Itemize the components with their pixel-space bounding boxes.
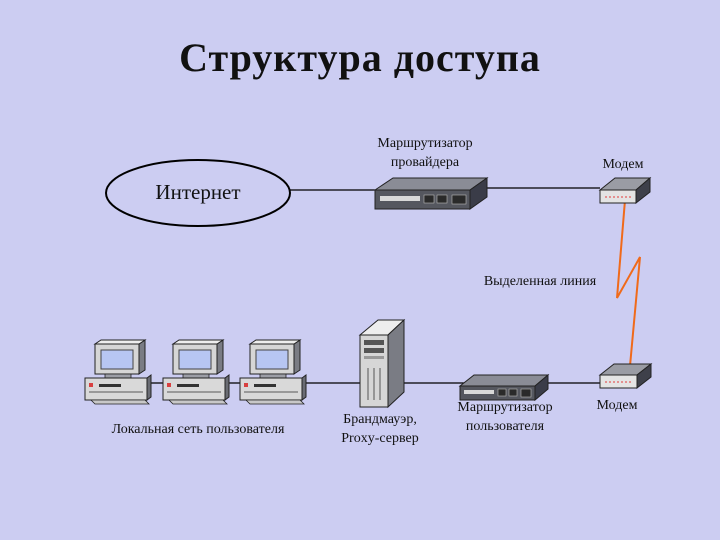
workstation-3-icon: [239, 339, 307, 405]
user-router-icon: [458, 373, 550, 402]
user-router-label: Маршрутизатор пользователя: [440, 398, 570, 436]
slide-title: Структура доступа: [179, 35, 541, 80]
internet-label: Интернет: [155, 180, 241, 204]
provider-router-icon: [373, 177, 489, 210]
provider-router-label-line1: Маршрутизатор: [377, 136, 473, 151]
firewall-label-line1: Брандмауэр,: [343, 412, 417, 427]
modem-bottom-label: Модем: [596, 398, 638, 413]
modem-top-icon: [598, 176, 652, 205]
workstation-1-icon: [84, 339, 152, 405]
dedicated-line-label: Выделенная линия: [483, 274, 597, 289]
modem-bottom-icon: [598, 362, 653, 390]
user-router-label-line2: пользователя: [465, 419, 545, 434]
firewall-label-line2: Proxy-сервер: [341, 431, 419, 446]
firewall-label: Брандмауэр, Proxy-сервер: [325, 410, 435, 448]
dedicated-line: [616, 199, 641, 367]
workstation-2-icon: [162, 339, 230, 405]
user-router-label-line1: Маршрутизатор: [457, 400, 553, 415]
local-network-label: Локальная сеть пользователя: [111, 422, 285, 437]
provider-router-label: Маршрутизатор провайдера: [360, 134, 490, 172]
modem-top-label: Модем: [602, 157, 644, 172]
internet-cloud: [105, 159, 291, 227]
server-tower-icon: [358, 318, 406, 409]
provider-router-label-line2: провайдера: [390, 155, 460, 170]
